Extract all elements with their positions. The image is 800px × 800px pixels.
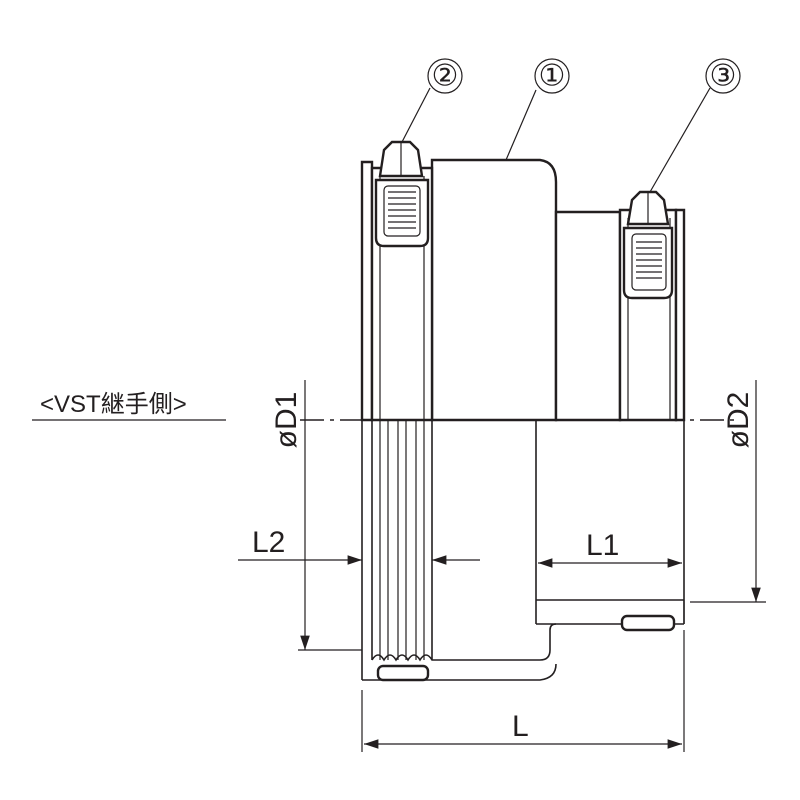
d2-label: øD2	[722, 392, 755, 449]
callout-1-circle	[534, 58, 570, 94]
l-label: L	[512, 710, 529, 743]
right-clamp-screw	[622, 190, 674, 300]
callout-2: ②	[432, 60, 459, 93]
vst-side-label: <VST継手側>	[40, 391, 187, 418]
callout-3: ③	[710, 60, 737, 93]
callout-2-circle	[427, 58, 463, 94]
callout-1: ①	[539, 60, 566, 93]
lower-section	[361, 420, 685, 682]
d1-label: øD1	[270, 392, 303, 449]
l1-label: L1	[586, 529, 619, 562]
l2-label: L2	[252, 526, 285, 559]
callout-3-circle	[705, 58, 741, 94]
left-clamp-screw	[374, 140, 430, 248]
